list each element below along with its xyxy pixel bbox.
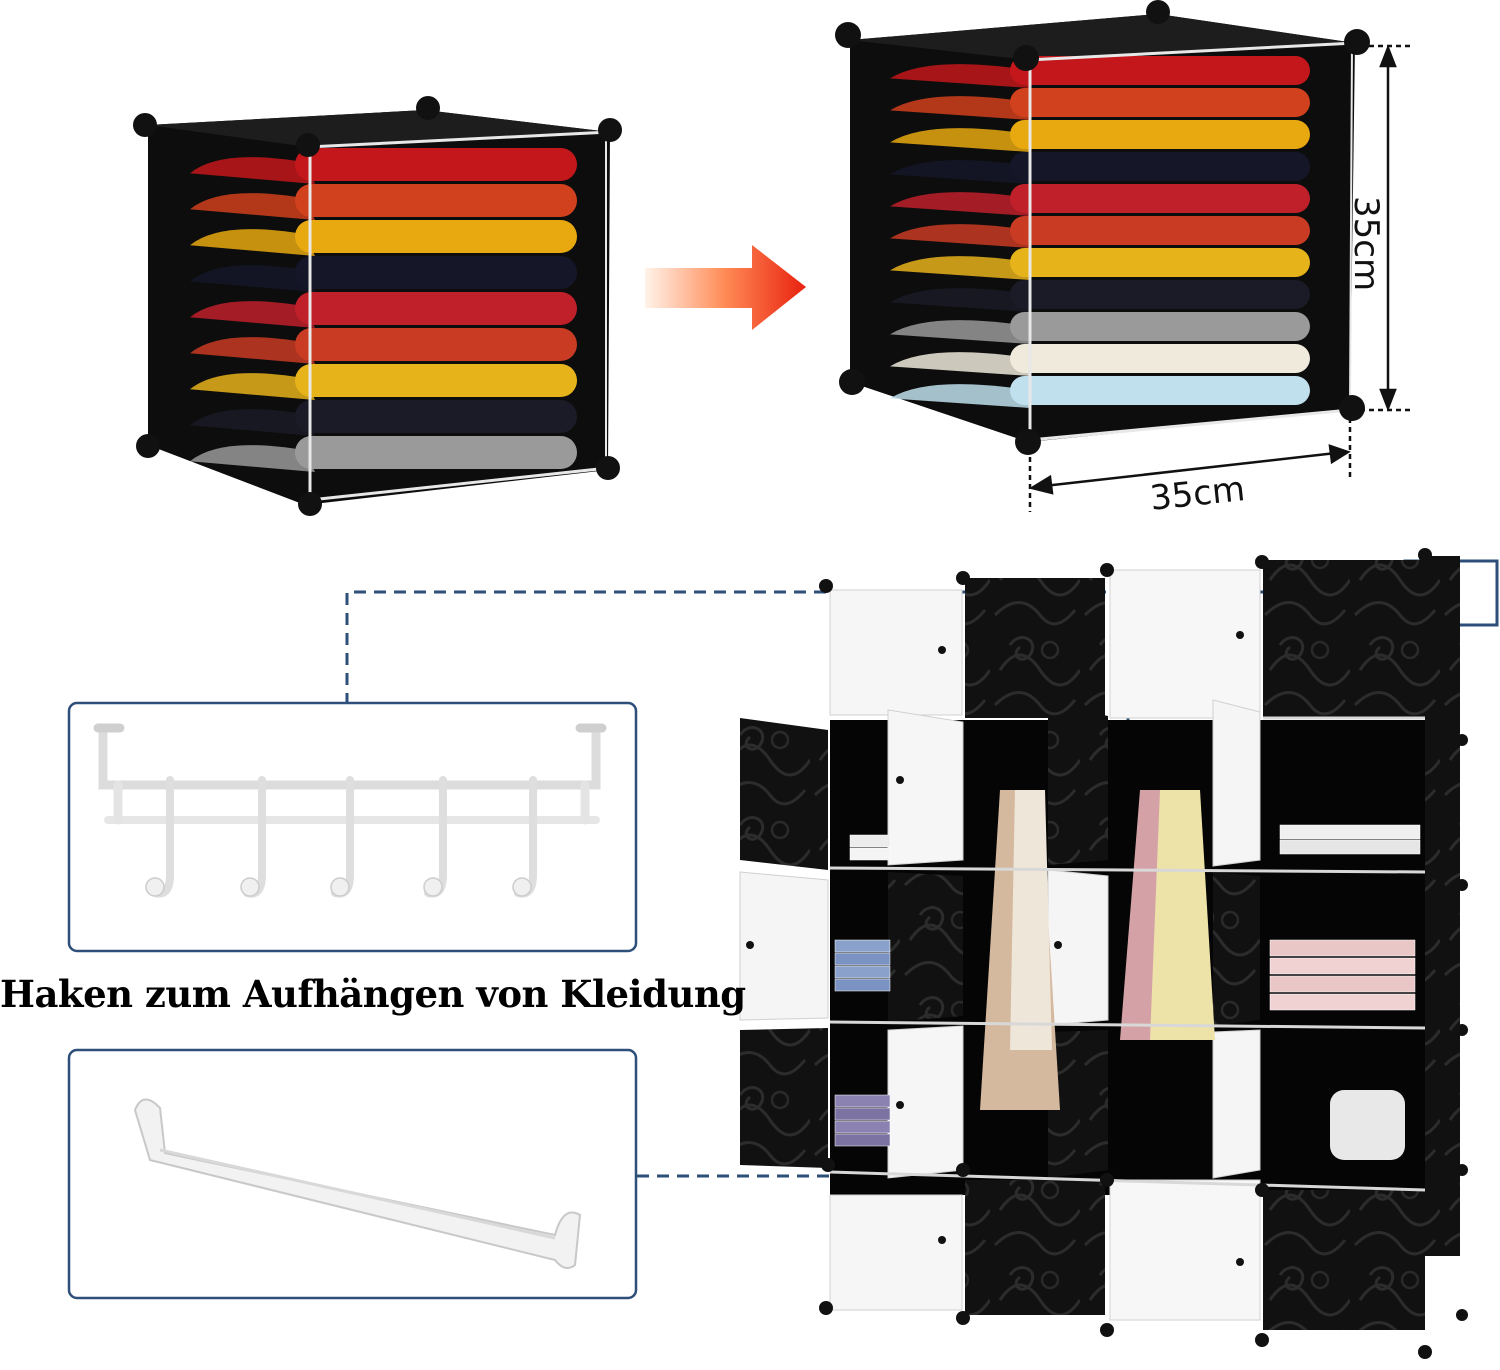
sweater-fold (190, 373, 315, 400)
sweater (295, 328, 577, 361)
sweater (295, 220, 577, 253)
arrow-right-icon (645, 245, 806, 330)
rod-callout-box (67, 1048, 638, 1300)
sweater-fold (190, 193, 315, 220)
sweater (295, 400, 577, 433)
sweater-fold (190, 157, 315, 184)
sweater-fold (190, 337, 315, 364)
sweater-fold (890, 256, 1030, 280)
hook-caption: Haken zum Aufhängen von Kleidung (0, 972, 746, 1016)
sweater-fold (890, 384, 1030, 408)
sweater-fold (190, 265, 315, 292)
sweater-fold (190, 301, 315, 328)
sweater (1010, 248, 1310, 277)
large-cube-with-sweaters (835, 0, 1370, 455)
cube-wardrobe (739, 548, 1468, 1359)
sweater-fold (190, 445, 315, 472)
sweater-fold (190, 229, 315, 256)
sweater (1010, 376, 1310, 405)
sweater (1010, 184, 1310, 213)
small-cube-with-sweaters (133, 96, 622, 516)
sweater (295, 256, 577, 289)
sweater-fold (890, 128, 1030, 152)
sweater-fold (190, 409, 315, 436)
height-dimension-label: 35cm (1346, 196, 1386, 292)
sweater-fold (890, 224, 1030, 248)
sweater-fold (890, 192, 1030, 216)
sweater-fold (890, 160, 1030, 184)
sweater (295, 148, 577, 181)
sweater (1010, 280, 1310, 309)
sweater (1010, 56, 1310, 85)
sweater (1010, 344, 1310, 373)
sweater-fold (890, 320, 1030, 344)
sweater (295, 292, 577, 325)
sweater-fold (890, 64, 1030, 88)
sweater (1010, 216, 1310, 245)
sweater (1010, 88, 1310, 117)
sweater-fold (890, 96, 1030, 120)
sweater (295, 436, 577, 469)
sweater (295, 364, 577, 397)
sweater (1010, 312, 1310, 341)
sweater (1010, 152, 1310, 181)
hanging-rod (133, 1098, 582, 1270)
dimension-lines (1028, 44, 1410, 512)
sweater-fold (890, 288, 1030, 312)
sweater (1010, 120, 1310, 149)
sweater (295, 184, 577, 217)
sweater-fold (890, 352, 1030, 376)
